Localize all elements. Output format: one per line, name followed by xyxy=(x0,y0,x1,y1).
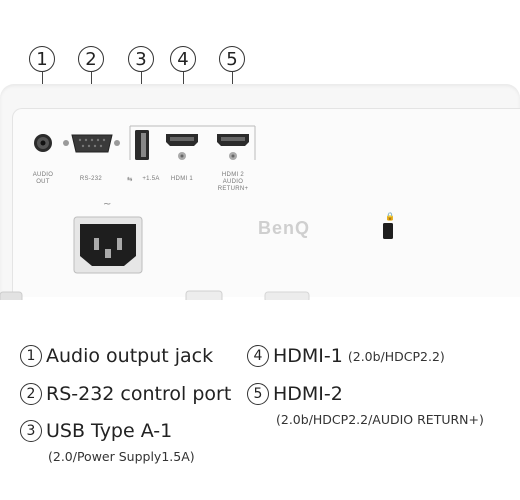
hdmi2-port-icon xyxy=(217,134,249,160)
foot-center xyxy=(185,290,223,300)
svg-text:🔒: 🔒 xyxy=(385,212,395,221)
legend-title-4: HDMI-1 xyxy=(273,345,343,367)
audio-jack-icon xyxy=(34,134,52,152)
ac-symbol-icon: ~ xyxy=(103,199,111,210)
audio-out-label: AUDIO OUT xyxy=(32,172,54,185)
legend-item-2: 2 RS-232 control port xyxy=(20,383,231,405)
legend-number-2: 2 xyxy=(20,383,42,405)
rs232-label: RS-232 xyxy=(79,176,103,182)
legend-detail-3: (2.0/Power Supply1.5A) xyxy=(48,449,195,464)
usb-symbol-icon: ⇆ xyxy=(127,175,133,183)
callout-5: 5 xyxy=(219,46,245,72)
foot-right xyxy=(264,291,310,300)
legend-detail-5: (2.0b/HDCP2.2/AUDIO RETURN+) xyxy=(276,412,484,427)
legend-title-5: HDMI-2 xyxy=(273,383,343,405)
legend-detail-4: (2.0b/HDCP2.2) xyxy=(347,348,445,364)
legend-item-1: 1 Audio output jack xyxy=(20,345,213,367)
legend-title-1: Audio output jack xyxy=(46,345,214,367)
legend-item-5: 5 HDMI-2 xyxy=(247,383,343,405)
usb-port-icon xyxy=(135,130,149,160)
hdmi1-port-icon xyxy=(166,134,198,160)
legend-title-3: USB Type A-1 xyxy=(46,420,173,442)
legend-item-4: 4 HDMI-1 (2.0b/HDCP2.2) xyxy=(247,345,445,367)
callout-4: 4 xyxy=(170,46,196,72)
hdmi1-label: HDMI 1 xyxy=(170,176,194,182)
legend-number-3: 3 xyxy=(20,420,42,442)
callout-1: 1 xyxy=(29,46,55,72)
usb-label: +1.5A xyxy=(142,176,160,182)
foot-left xyxy=(0,291,23,300)
hdmi2-label: HDMI 2 AUDIO RETURN+ xyxy=(217,172,249,192)
ports-illustration: ⇆ ~ 🔒 xyxy=(0,125,395,300)
legend-item-3: 3 USB Type A-1 xyxy=(20,420,172,442)
callout-2: 2 xyxy=(78,46,104,72)
callout-3: 3 xyxy=(128,46,154,72)
kensington-lock-icon: 🔒 xyxy=(383,212,395,239)
legend-number-4: 4 xyxy=(247,345,269,367)
legend-number-1: 1 xyxy=(20,345,42,367)
legend-number-5: 5 xyxy=(247,383,269,405)
power-inlet-icon xyxy=(73,216,143,274)
legend-title-2: RS-232 control port xyxy=(46,383,232,405)
rs232-port-icon xyxy=(63,134,120,153)
brand-logo: BenQ xyxy=(258,218,311,238)
